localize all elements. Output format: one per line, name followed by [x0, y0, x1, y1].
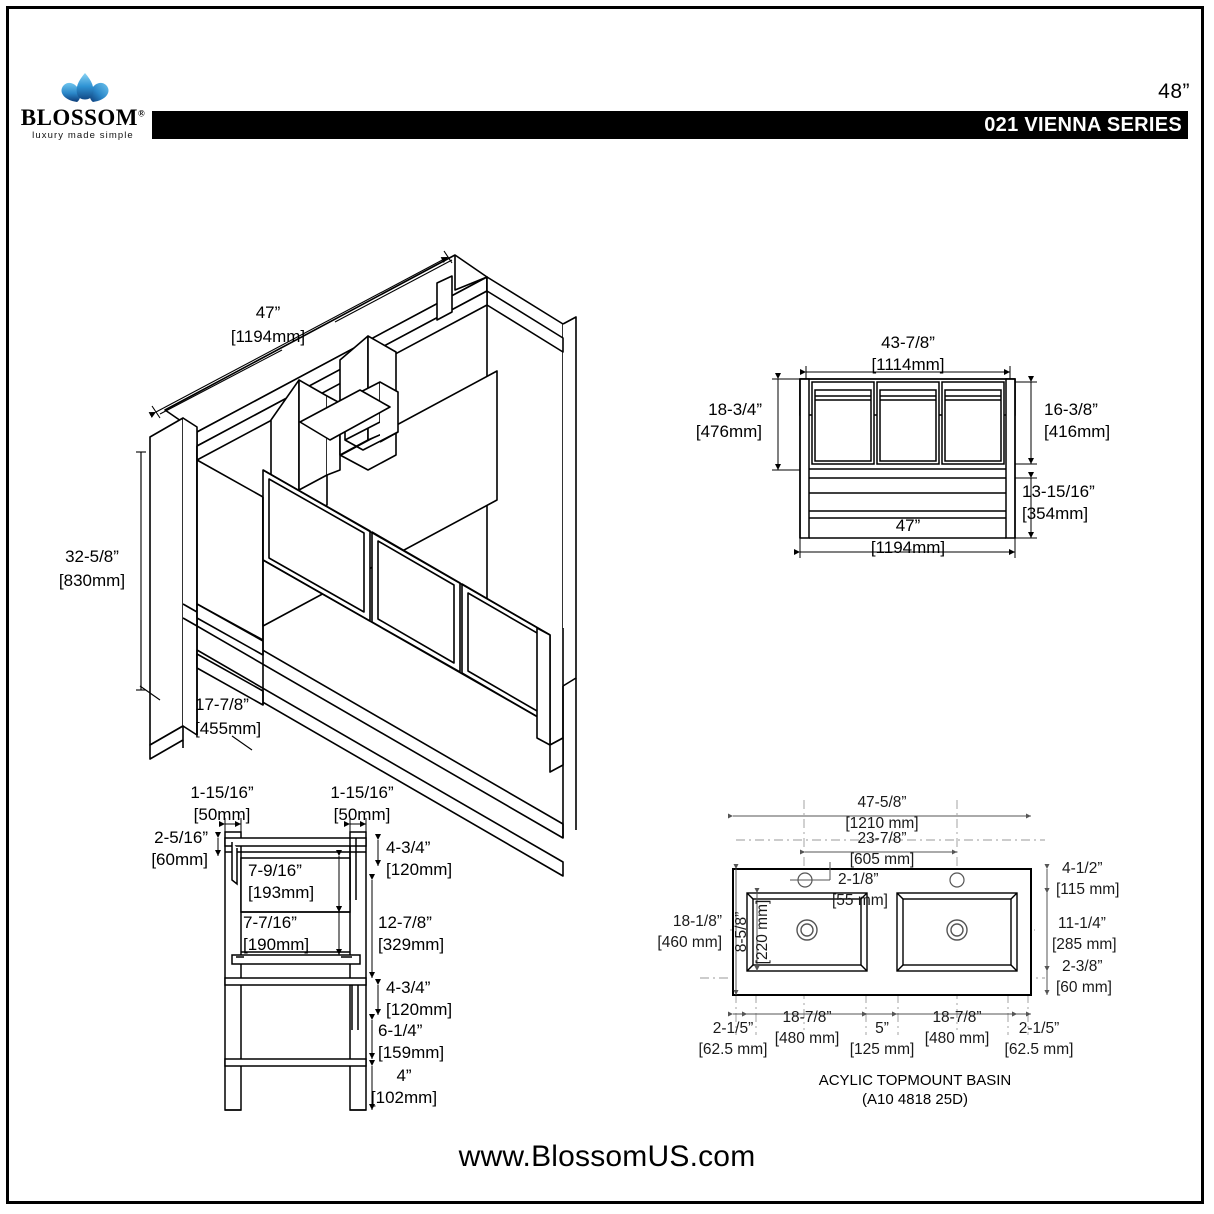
front-elevation-dimension-lines	[772, 366, 1037, 558]
bt-front-ledge-mm: [60 mm]	[1056, 979, 1112, 996]
page-size-label: 48”	[1158, 80, 1190, 103]
bt-bowl-gap-inch: 5”	[875, 1020, 889, 1037]
bt-bowl-depth-mm: [220 mm]	[754, 900, 771, 965]
se-shelf-gap-inch: 6-1/4”	[378, 1021, 423, 1040]
bt-front-ledge-inch: 2-3/8”	[1062, 958, 1103, 975]
fe-inner-width-mm: [1114mm]	[871, 355, 944, 374]
bt-bowl-width-r-inch: 18-7/8”	[932, 1009, 981, 1026]
se-lower-gap-mm: [190mm]	[243, 935, 309, 954]
basin-bowl-right	[896, 892, 1018, 972]
iso-depth-inch: 17-7/8”	[195, 695, 249, 714]
basin-dim-labels: 47-5/8” [1210 mm] 23-7/8” [605 mm] 2-1/8…	[657, 794, 1119, 1108]
blossom-droplet-icon	[61, 73, 109, 102]
series-title: 021 VIENNA SERIES	[984, 114, 1182, 136]
fe-overall-width-mm: [1194mm]	[871, 538, 945, 557]
se-leg-left-inch: 1-15/16”	[190, 783, 254, 802]
bt-bowl-height-mm: [285 mm]	[1052, 936, 1117, 953]
front-elevation-view	[799, 378, 1016, 539]
se-right-top-mm: [120mm]	[386, 860, 452, 879]
se-right-mid-inch: 4-3/4”	[386, 978, 431, 997]
basin-top-view	[700, 800, 1045, 1035]
bt-depth-mm: [460 mm]	[657, 934, 722, 951]
bt-edge-right-mm: [62.5 mm]	[1005, 1041, 1074, 1058]
bt-edge-left-mm: [62.5 mm]	[699, 1041, 768, 1058]
se-leg-left-mm: [50mm]	[194, 805, 251, 824]
bt-back-ledge-mm: [115 mm]	[1056, 881, 1119, 898]
bt-edge-left-inch: 2-1/5”	[713, 1020, 754, 1037]
faucet-hole-right	[949, 872, 965, 888]
side-elevation-view	[224, 831, 367, 1111]
bt-bowl-width-r-mm: [480 mm]	[925, 1030, 990, 1047]
se-right-mid-mm: [120mm]	[386, 1000, 452, 1019]
bt-bowl-height-inch: 11-1/4”	[1058, 915, 1106, 932]
basin-bowl-left	[746, 892, 868, 972]
se-foot-inch: 4”	[396, 1066, 411, 1085]
fe-upper-height-mm: [476mm]	[696, 422, 762, 441]
bt-edge-right-inch: 2-1/5”	[1019, 1020, 1060, 1037]
se-shelf-gap-mm: [159mm]	[378, 1043, 444, 1062]
bt-bowl-gap-mm: [125 mm]	[850, 1041, 915, 1058]
page-border	[6, 6, 1204, 1204]
bt-faucet-offset-inch: 2-1/8”	[838, 871, 879, 888]
brand-logo: BLOSSOM® luxury made simple	[18, 72, 148, 144]
bt-back-ledge-inch: 4-1/2”	[1062, 860, 1103, 877]
bt-faucet-spacing-mm: [605 mm]	[850, 851, 915, 868]
se-top-rail-inch: 2-5/16”	[154, 828, 208, 847]
bt-faucet-spacing-inch: 23-7/8”	[857, 830, 906, 847]
fe-lower-height-inch: 13-15/16”	[1022, 482, 1095, 501]
side-elevation-dim-labels: 1-15/16” [50mm] 1-15/16” [50mm] 2-5/16” …	[151, 783, 452, 1107]
fe-overall-width-inch: 47”	[896, 516, 921, 535]
fe-door-height-inch: 16-3/8”	[1044, 400, 1098, 419]
footer-url[interactable]: www.BlossomUS.com	[458, 1140, 756, 1173]
iso-height-inch: 32-5/8”	[65, 547, 119, 566]
basin-dimension-lines	[728, 813, 1050, 1017]
brand-tagline: luxury made simple	[32, 130, 134, 141]
bt-overall-width-inch: 47-5/8”	[857, 794, 906, 811]
se-upper-gap-inch: 7-9/16”	[248, 861, 302, 880]
bt-overall-width-mm: [1210 mm]	[845, 815, 918, 832]
side-elevation-dimension-lines	[215, 818, 381, 1110]
fe-door-height-mm: [416mm]	[1044, 422, 1110, 441]
basin-caption-line2: (A10 4818 25D)	[862, 1091, 968, 1108]
isometric-dimension-lines	[136, 250, 453, 751]
iso-depth-mm: [455mm]	[195, 719, 261, 738]
brand-wordmark: BLOSSOM®	[18, 106, 148, 129]
front-elevation-dim-labels: 43-7/8” [1114mm] 18-3/4” [476mm] 16-3/8”…	[696, 333, 1110, 557]
fe-upper-height-inch: 18-3/4”	[708, 400, 762, 419]
fe-lower-height-mm: [354mm]	[1022, 504, 1088, 523]
bt-bowl-width-l-inch: 18-7/8”	[782, 1009, 831, 1026]
registered-mark: ®	[138, 108, 146, 119]
bt-depth-inch: 18-1/8”	[673, 913, 722, 930]
se-top-rail-mm: [60mm]	[151, 850, 208, 869]
se-leg-right-inch: 1-15/16”	[330, 783, 394, 802]
fe-inner-width-inch: 43-7/8”	[881, 333, 935, 352]
se-drawer-box-mm: [329mm]	[378, 935, 444, 954]
se-leg-right-mm: [50mm]	[334, 805, 391, 824]
basin-caption-line1: ACYLIC TOPMOUNT BASIN	[819, 1072, 1012, 1089]
bt-bowl-depth-inch: 8-5/8”	[733, 912, 750, 953]
iso-width-mm: [1194mm]	[231, 327, 305, 346]
se-drawer-box-inch: 12-7/8”	[378, 913, 432, 932]
brand-name: BLOSSOM	[20, 105, 139, 130]
se-foot-mm: [102mm]	[371, 1088, 437, 1107]
se-right-top-inch: 4-3/4”	[386, 838, 431, 857]
iso-height-mm: [830mm]	[59, 571, 125, 590]
se-upper-gap-mm: [193mm]	[248, 883, 314, 902]
series-title-bar: 021 VIENNA SERIES	[152, 111, 1188, 139]
isometric-dim-labels: 47” [1194mm] 32-5/8” [830mm] 17-7/8” [45…	[59, 303, 305, 738]
se-lower-gap-inch: 7-7/16”	[243, 913, 297, 932]
bt-faucet-offset-mm: [55 mm]	[832, 892, 888, 909]
bt-bowl-width-l-mm: [480 mm]	[775, 1030, 840, 1047]
iso-width-inch: 47”	[256, 303, 281, 322]
